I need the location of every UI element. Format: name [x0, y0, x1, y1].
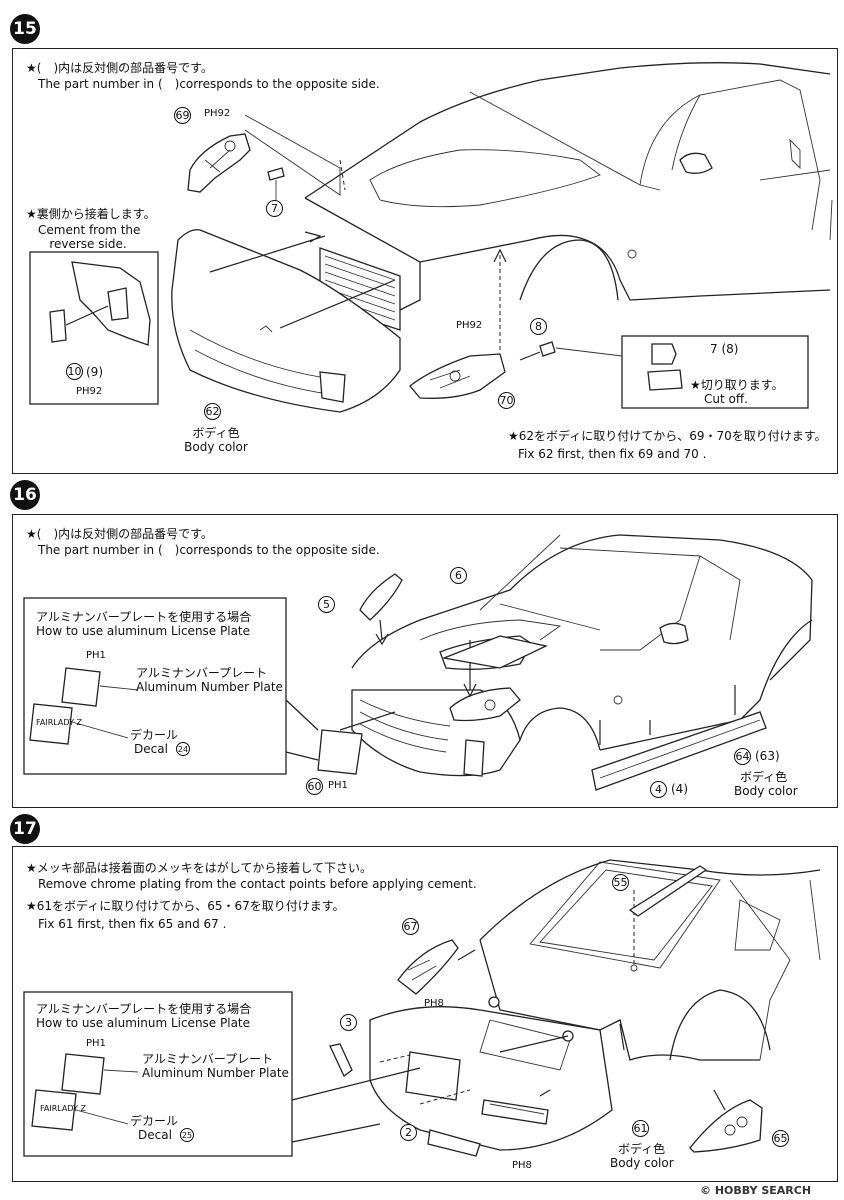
step-16-note-jp: ★( )内は反対側の部品番号です。	[26, 527, 213, 541]
step-16-decal-en: Decal	[134, 742, 168, 756]
step-16-decal-jp: デカール	[130, 728, 179, 742]
step-17-alum-jp: アルミナンバープレート	[142, 1052, 274, 1066]
step-17-ph1: PH1	[86, 1038, 106, 1049]
step-15-note-jp: ★( )内は反対側の部品番号です。	[26, 61, 213, 75]
step-17-body-color-jp: ボディ色	[618, 1142, 666, 1156]
step-17-alum-en: Aluminum Number Plate	[142, 1066, 289, 1080]
step-17-body-color-en: Body color	[610, 1156, 674, 1170]
step-16-badge: 16	[10, 480, 40, 510]
step-17-plate-en: How to use aluminum License Plate	[36, 1016, 251, 1030]
step-16-alum-en: Aluminum Number Plate	[136, 680, 283, 694]
step-15-cutoff-en: Cut off.	[704, 392, 748, 406]
step-16-plate-en: How to use aluminum License Plate	[36, 624, 251, 638]
step-17-fairlady: FAIRLADY Z	[40, 1104, 87, 1113]
step-15-body-color-en: Body color	[184, 440, 248, 454]
step-16-alum-jp: アルミナンバープレート	[136, 666, 268, 680]
step-16-note-en: The part number in ( )corresponds to the…	[38, 543, 380, 557]
part-63-label: (63)	[755, 749, 780, 763]
step-16-body-color-jp: ボディ色	[740, 770, 788, 784]
step-15-badge: 15	[10, 14, 40, 44]
step-17-decal-en: Decal	[138, 1128, 172, 1142]
step-17-note2-en: Fix 61 first, then fix 65 and 67 .	[38, 917, 227, 931]
step-15-body-color-jp: ボディ色	[192, 426, 240, 440]
hobby-search-watermark: © HOBBY SEARCH	[700, 1184, 812, 1197]
step-17-badge: 17	[10, 814, 40, 844]
step-15-ph92-a: PH92	[204, 108, 231, 119]
step-15-fix-en: Fix 62 first, then fix 69 and 70 .	[518, 447, 707, 461]
part-8-label: 8	[530, 318, 547, 335]
step-17-panel	[12, 846, 838, 1182]
step-15-inset-note-en2: reverse side.	[49, 237, 127, 251]
part-4-label: 4	[650, 781, 667, 798]
step-15-cutoff-label: 7 (8)	[710, 342, 739, 356]
step-15-inset-note-jp: ★裏側から接着します。	[26, 207, 156, 221]
part-60-label: 60	[306, 778, 323, 795]
part-62-label: 62	[204, 403, 221, 420]
part-67-label: 67	[402, 918, 419, 935]
part-4-opp-label: (4)	[671, 782, 688, 796]
step-15-note-en: The part number in ( )corresponds to the…	[38, 77, 380, 91]
step-17-ph8-b: PH8	[512, 1160, 532, 1171]
step-15-inset-note-en1: Cement from the	[38, 223, 141, 237]
step-15-cutoff-jp: ★切り取ります。	[690, 378, 784, 392]
step-16-ph1: PH1	[86, 650, 106, 661]
part-69-label: 69	[174, 107, 191, 124]
step-16-fairlady: FAIRLADY Z	[36, 718, 83, 727]
step-17-note1-en: Remove chrome plating from the contact p…	[38, 877, 477, 891]
step-16-body-color-en: Body color	[734, 784, 798, 798]
step-17-ph8-a: PH8	[424, 998, 444, 1009]
decal-25-label: 25	[180, 1128, 194, 1142]
step-16-ph1-60: PH1	[328, 780, 348, 791]
part-70-label: 70	[498, 392, 515, 409]
step-15-ph92-c: PH92	[76, 386, 103, 397]
step-17-note1-jp: ★メッキ部品は接着面のメッキをはがしてから接着して下さい。	[26, 861, 373, 875]
step-15-fix-jp: ★62をボディに取り付けてから、69・70を取り付けます。	[508, 429, 827, 443]
step-16-panel	[12, 514, 838, 808]
part-61-label: 61	[632, 1120, 649, 1137]
part-9-label: (9)	[86, 365, 103, 379]
part-10-label: 10	[66, 363, 83, 380]
decal-24-label: 24	[176, 742, 190, 756]
part-5-label: 5	[318, 596, 335, 613]
step-15-panel	[12, 48, 838, 474]
step-17-decal-jp: デカール	[130, 1114, 179, 1128]
step-16-plate-jp: アルミナンバープレートを使用する場合	[36, 610, 252, 624]
part-7-label: 7	[266, 200, 283, 217]
part-64-label: 64	[734, 748, 751, 765]
part-55-label: 55	[612, 874, 629, 891]
part-3-label: 3	[340, 1014, 357, 1031]
step-17-plate-jp: アルミナンバープレートを使用する場合	[36, 1002, 252, 1016]
part-6-label: 6	[450, 567, 467, 584]
part-2-label: 2	[400, 1124, 417, 1141]
step-17-note2-jp: ★61をボディに取り付けてから、65・67を取り付けます。	[26, 899, 345, 913]
step-15-ph92-b: PH92	[456, 320, 483, 331]
part-65-label: 65	[772, 1130, 789, 1147]
